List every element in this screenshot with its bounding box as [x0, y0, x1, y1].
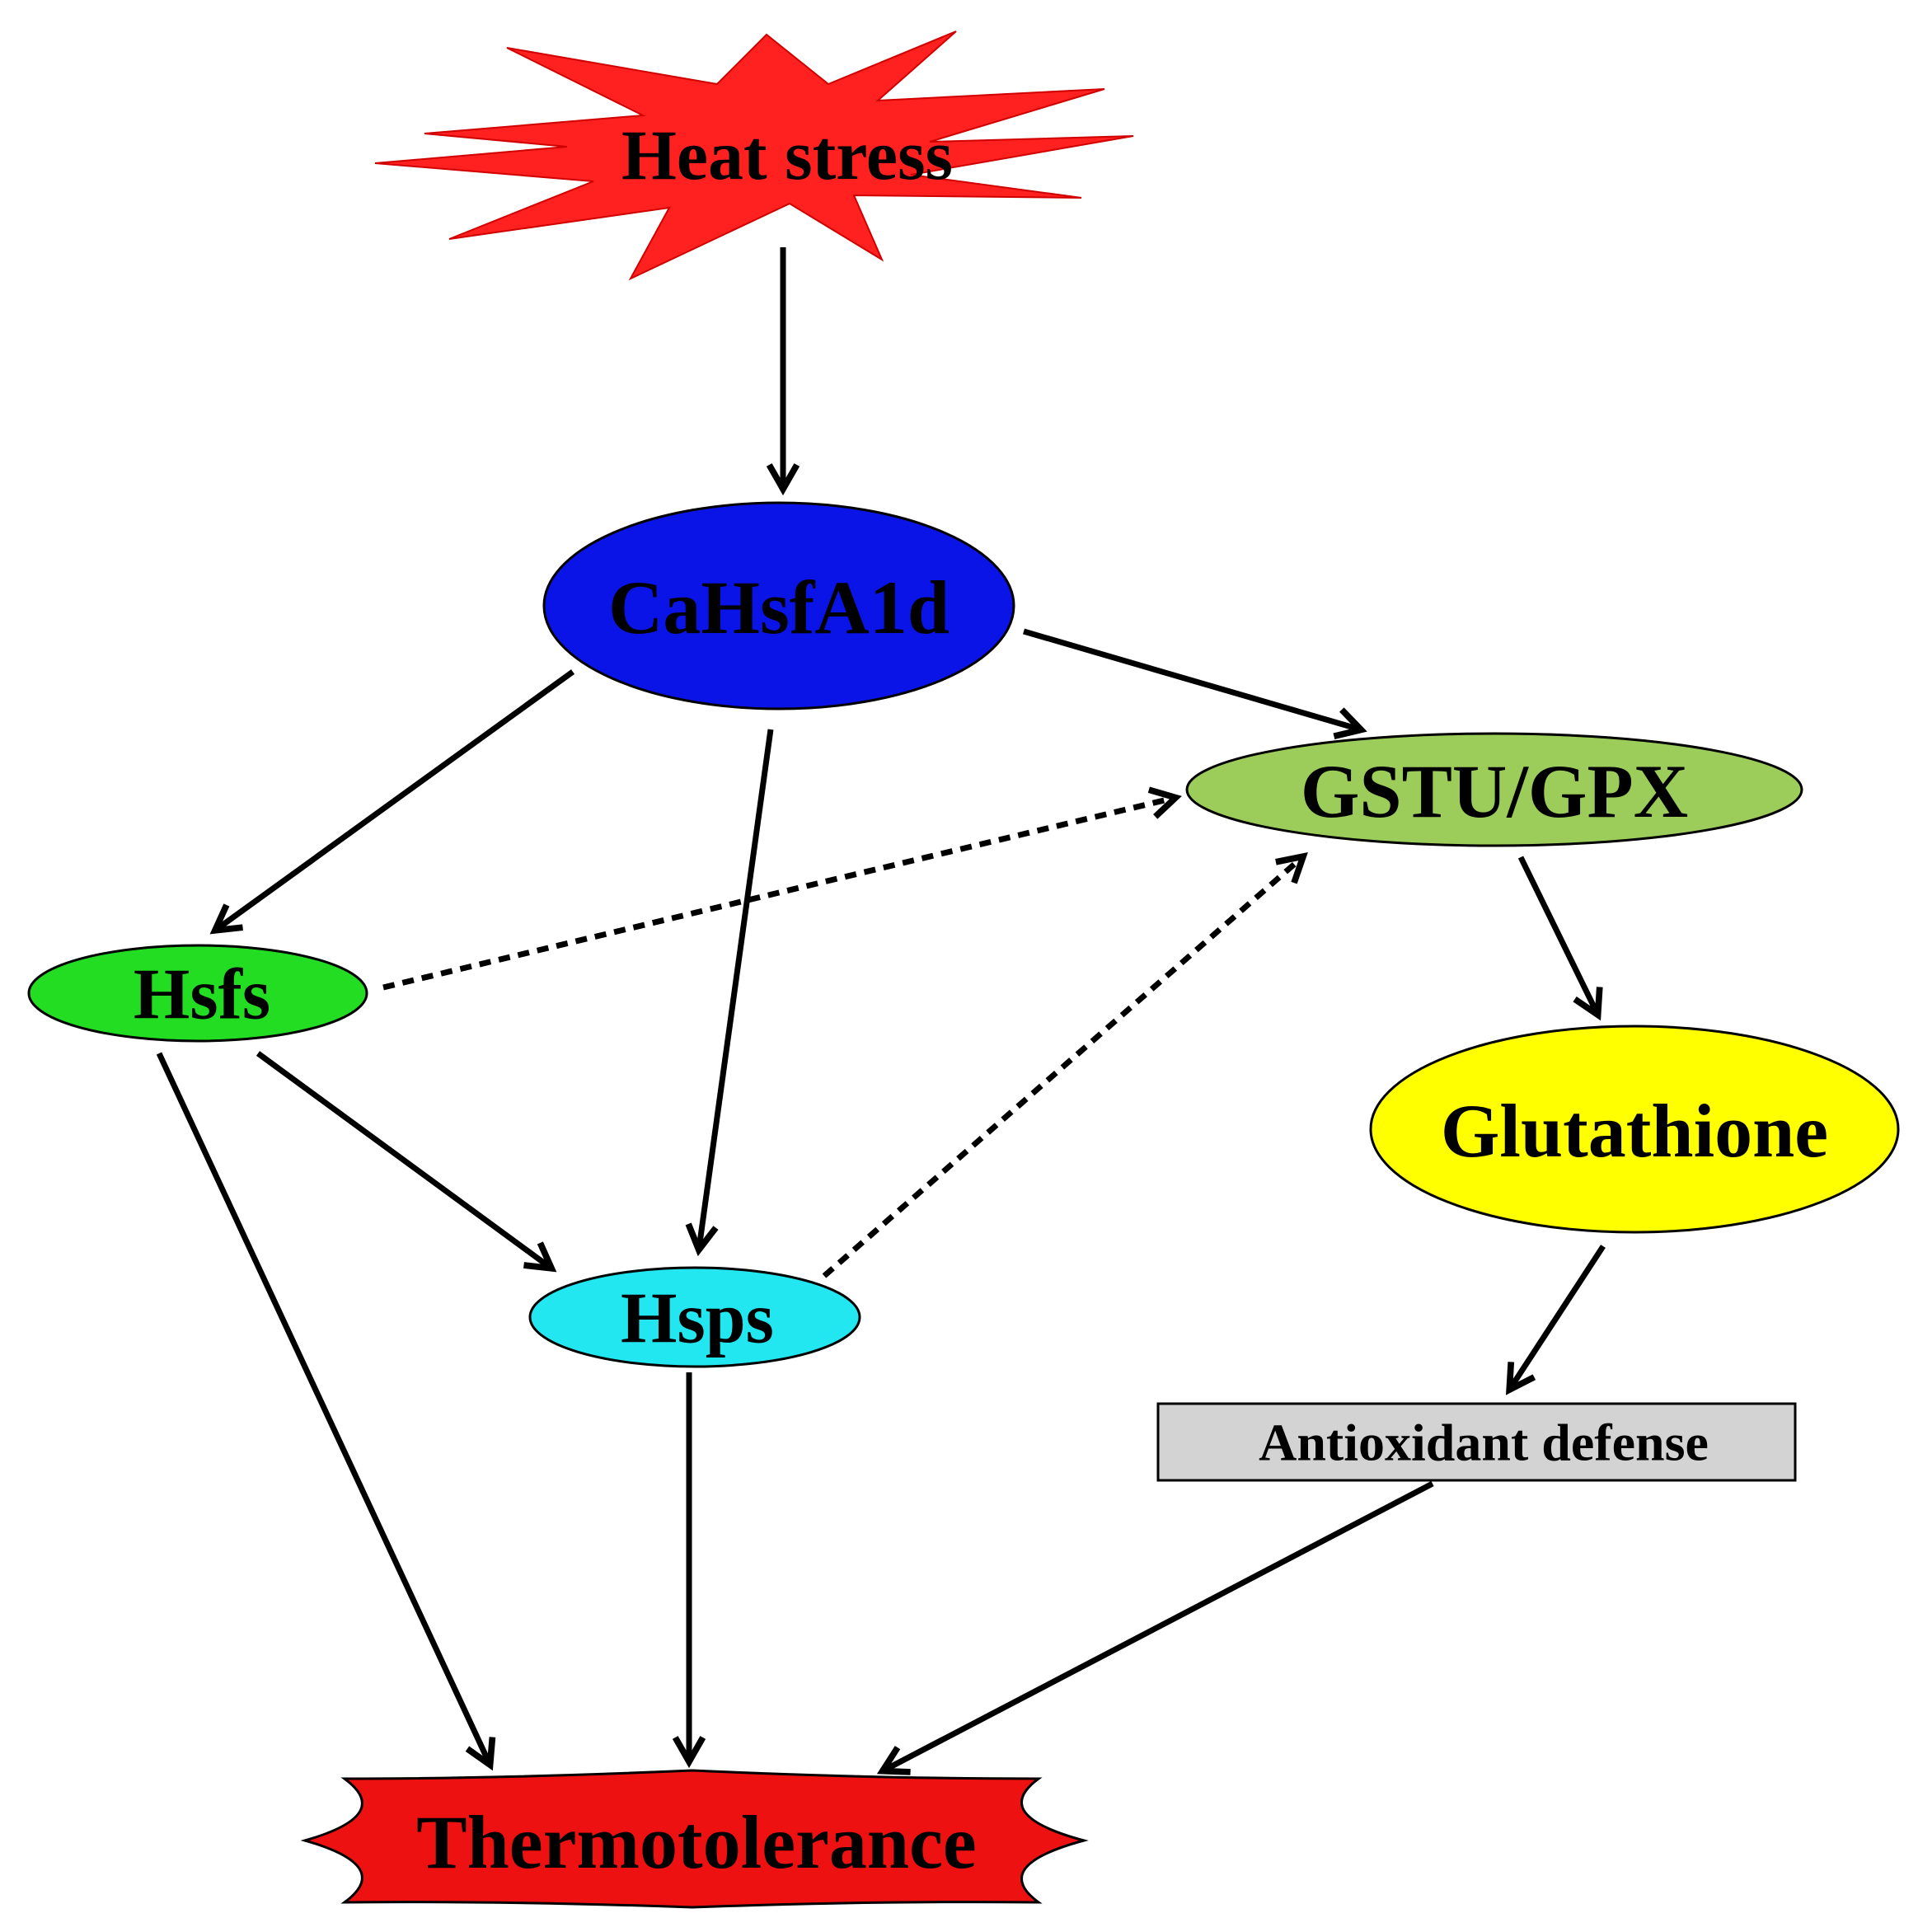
node-antioxidant-defense: Antioxidant defense [1156, 1402, 1797, 1482]
gstu-gpx-ellipse [1185, 732, 1803, 847]
hsps-label: Hsps [621, 1279, 774, 1359]
node-thermotolerance: Thermotolerance [300, 1769, 1089, 1909]
node-gstu-gpx: GSTU/GPX [1185, 732, 1803, 847]
node-glutathione: Glutathione [1369, 1025, 1900, 1234]
edge-gstu-gpx-to-glutathione [1517, 856, 1603, 1021]
edge-cahsfa1d-to-hsfs [209, 669, 575, 935]
cahsfa1d-ellipse [542, 501, 1015, 710]
antioxidant-defense-box [1156, 1402, 1797, 1482]
edges [156, 247, 1606, 1775]
hsps-ellipse [528, 1266, 861, 1368]
cahsfa1d-label: CaHsfA1d [608, 565, 950, 649]
hsfs-label: Hsfs [134, 955, 270, 1035]
node-hsps: Hsps [528, 1266, 861, 1368]
edge-hsfs-to-hsps [256, 1051, 557, 1273]
node-heat-stress: Heat stress [374, 30, 1134, 281]
hsfs-ellipse [27, 944, 368, 1043]
glutathione-label: Glutathione [1441, 1089, 1828, 1173]
glutathione-ellipse [1369, 1025, 1900, 1234]
edge-glutathione-to-antioxidant-defense [1505, 1245, 1606, 1395]
thermotolerance-banner [300, 1769, 1089, 1909]
edge-hsfs-to-thermotolerance [156, 1052, 496, 1771]
node-hsfs: Hsfs [27, 944, 368, 1043]
edge-cahsfa1d-to-hsps [685, 729, 774, 1257]
edge-cahsfa1d-to-gstu-gpx [1023, 628, 1367, 740]
node-cahsfa1d: CaHsfA1d [542, 501, 1015, 710]
heat-stress-starburst [374, 30, 1134, 281]
edge-hsfs-to-gstu-gpx [382, 786, 1182, 991]
gstu-gpx-label: GSTU/GPX [1301, 749, 1688, 833]
edge-hsps-to-gstu-gpx [822, 851, 1308, 1278]
thermotolerance-label: Thermotolerance [416, 1800, 977, 1884]
edge-antioxidant-defense-to-thermotolerance [876, 1480, 1434, 1775]
antioxidant-defense-label: Antioxidant defense [1259, 1414, 1709, 1472]
heat-stress-label: Heat stress [621, 115, 953, 195]
